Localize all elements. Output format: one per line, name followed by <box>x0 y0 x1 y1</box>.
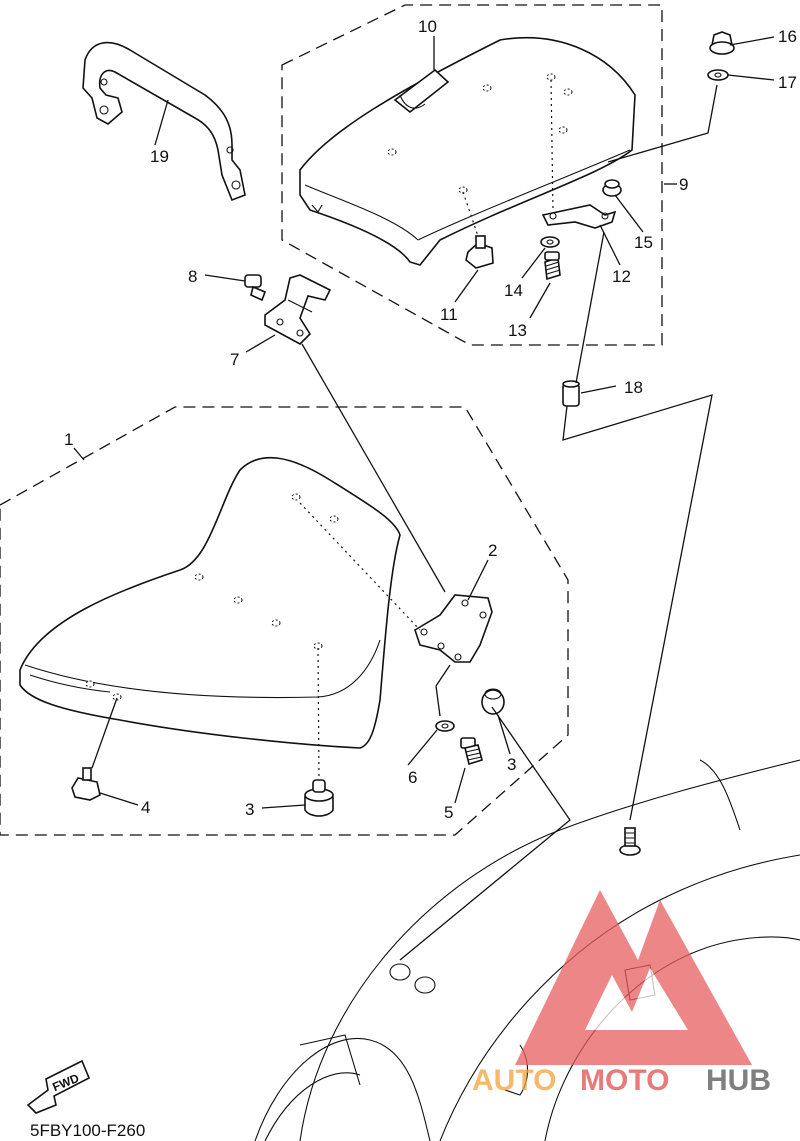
bolt-part-13 <box>544 251 561 281</box>
grab-bar-part-19 <box>82 41 246 202</box>
callout-11: 11 <box>440 305 458 324</box>
rear-seat-group-outline <box>281 4 663 346</box>
nut-part-11 <box>465 235 494 269</box>
callout-16: 16 <box>778 27 797 46</box>
grommet-part-15 <box>602 179 622 197</box>
callout-2: 2 <box>488 541 497 560</box>
callout-12: 12 <box>612 267 631 286</box>
callout-6: 6 <box>408 768 417 787</box>
cap-nut-part-16 <box>709 31 735 55</box>
callout-10: 10 <box>418 17 437 36</box>
callout-3-upper: 3 <box>507 755 516 774</box>
fwd-arrow: FWD <box>26 1059 91 1114</box>
watermark-text-moto: MOTO <box>580 1064 669 1097</box>
front-seat-group-outline <box>0 406 569 836</box>
callout-13: 13 <box>508 321 527 340</box>
callout-14: 14 <box>504 281 523 300</box>
callout-labels: 1 2 3 3 4 5 6 7 8 9 10 11 12 13 14 15 16… <box>64 17 797 822</box>
callout-9: 9 <box>679 175 688 194</box>
callout-3-lower: 3 <box>245 800 254 819</box>
bracket-part-2 <box>414 594 493 663</box>
bracket-part-7 <box>264 274 332 345</box>
rear-seat-part-10 <box>299 36 636 266</box>
callout-1: 1 <box>64 430 73 449</box>
bolt-part-8 <box>244 274 267 302</box>
watermark-triangle-outer <box>515 890 752 1065</box>
collar-part-18 <box>562 380 580 407</box>
stay-part-12 <box>541 204 617 229</box>
callout-18: 18 <box>624 378 643 397</box>
callout-5: 5 <box>444 803 453 822</box>
automotohub-watermark-logo: AUTO MOTO HUB <box>472 890 771 1097</box>
callout-19: 19 <box>150 147 169 166</box>
assembly-lines <box>91 79 718 961</box>
label-leaders <box>73 36 775 809</box>
callout-17: 17 <box>778 73 797 92</box>
watermark-text-hub: HUB <box>706 1064 771 1097</box>
washer-part-14 <box>540 236 560 248</box>
damper-part-3-upper <box>481 688 505 715</box>
callout-8: 8 <box>188 267 197 286</box>
callout-4: 4 <box>141 798 150 817</box>
washer-part-6 <box>435 720 455 732</box>
damper-part-3-lower <box>304 779 334 817</box>
callout-15: 15 <box>634 233 653 252</box>
damper-part-4 <box>71 767 101 801</box>
fender-bolt <box>619 827 641 856</box>
diagram-code: 5FBY100-F260 <box>30 1121 146 1140</box>
bolt-part-5 <box>460 737 483 766</box>
callout-7: 7 <box>230 350 239 369</box>
washer-part-17 <box>707 69 729 81</box>
watermark-text-auto: AUTO <box>472 1064 556 1097</box>
front-seat-part-1 <box>19 456 401 749</box>
watermark-triangle-inner <box>585 968 688 1030</box>
